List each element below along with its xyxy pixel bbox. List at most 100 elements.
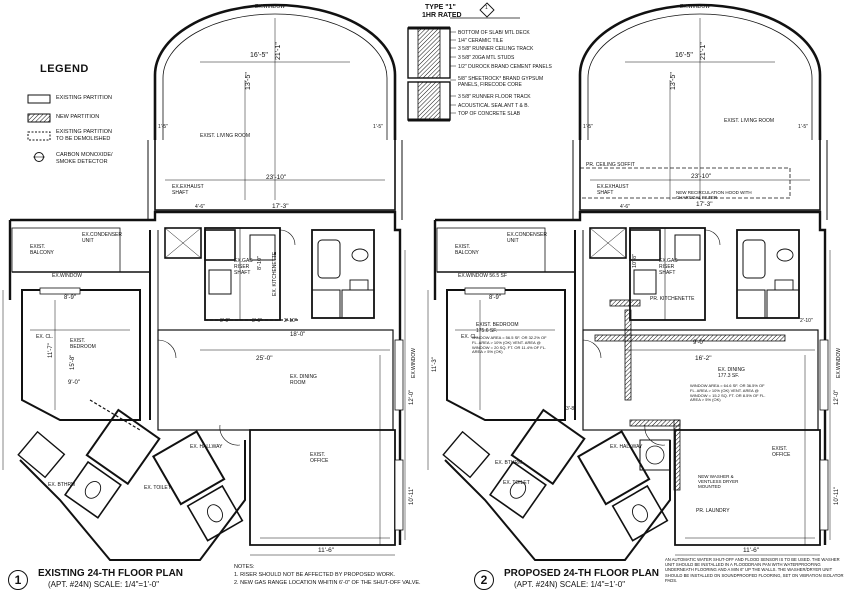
type-layer-7: ACOUSTICAL SEALANT T & B. xyxy=(458,103,529,109)
p1-room-closet: EX. CL. xyxy=(36,334,54,340)
p1-room-living: EXIST. LIVING ROOM xyxy=(200,133,251,139)
p2-room-closet: EX. CL. xyxy=(461,334,479,340)
p1-dim-8-10: 8'-10" xyxy=(257,255,263,270)
p1-dim-17-3: 17'-3" xyxy=(272,203,289,210)
type-layer-4: 1/2" DUROCK BRAND CEMENT PANELS xyxy=(458,64,552,70)
legend-item-new: NEW PARTITION xyxy=(56,114,100,120)
p1-room-hallway: EX. HALLWAY xyxy=(190,444,223,450)
p1-note-2: 2. NEW GAS RANGE LOCATION WHITIN 6'-0" O… xyxy=(234,580,421,586)
p1-room-dining: EX. DINING ROOM xyxy=(290,374,317,386)
p1-dim-1-5b: 1'-5" xyxy=(373,124,383,130)
type-layer-5: 5/8" SHEETROCK* BRAND GYPSUM PANELS, FIR… xyxy=(458,76,544,88)
p1-number: 1 xyxy=(8,570,28,590)
p2-number: 2 xyxy=(474,570,494,590)
p2-room-toilet: EX. TOILET xyxy=(503,480,530,486)
p2-window-right: EX.WINDOW xyxy=(836,348,842,378)
p2-gas-riser: EX.GAS RISER SHAFT xyxy=(659,258,678,276)
p1-dim-1-5a: 1'-5" xyxy=(158,124,168,130)
p2-room-bedroom: EXIST. BEDROOM 175.6 SF. xyxy=(476,322,519,334)
p1-dim-3-6: 3'-6" xyxy=(252,318,262,324)
p1-dim-2-10: 2'-10" xyxy=(284,318,297,324)
p2-soffit: PR. CEILING SOFFIT xyxy=(586,162,635,168)
p1-note-1: 1. RISER SHOULD NOT BE AFFECTED BY PROPO… xyxy=(234,572,396,578)
p1-dim-12-0: 12'-0" xyxy=(409,389,415,405)
p2-room-kitchenette: PR. KITCHENETTE xyxy=(650,296,695,302)
p2-dim-1-5a: 1'-5" xyxy=(583,124,593,130)
legend-swatches xyxy=(27,94,51,162)
p2-washer: NEW WASHER & VENTLESS DRYER MOUNTED xyxy=(698,474,739,489)
p2-dim-4-6: 4'-6" xyxy=(620,204,630,210)
p2-dim-16-5: 16'-5" xyxy=(675,52,693,59)
p2-window-top: EX.WINDOW xyxy=(680,4,710,10)
p1-dim-13-5: 13'-5" xyxy=(245,72,252,90)
p2-title: PROPOSED 24-TH FLOOR PLAN xyxy=(504,568,660,579)
p2-hood: NEW RECIRCULATION HOOD WITH CHARCOAL FIL… xyxy=(676,190,752,200)
type-layer-6: 3 5/8" RUNNER FLOOR TRACK xyxy=(458,94,531,100)
p1-exhaust-shaft: EX.EXHAUST SHAFT xyxy=(172,184,204,196)
p1-room-bedroom: EXIST. BEDROOM xyxy=(70,338,96,350)
p1-dim-8-9: 8'-9" xyxy=(64,295,76,301)
p2-dim-17-3: 17'-3" xyxy=(696,201,713,208)
legend-item-existing: EXISTING PARTITION xyxy=(56,95,113,101)
wall-type-detail xyxy=(407,2,520,122)
p1-window-top: EX.WINDOW xyxy=(255,4,285,10)
type-layer-1: 1/4" CERAMIC TILE xyxy=(458,38,504,44)
p2-dim-3-8: 3'-8" xyxy=(566,406,576,412)
p2-room-office: EXIST. OFFICE xyxy=(772,446,791,458)
type-layer-0: BOTTOM OF SLAB/ MTL DECK xyxy=(458,30,530,36)
p2-room-balcony: EXIST. BALCONY xyxy=(455,244,479,256)
p1-scale: (APT. #24N) SCALE: 1/4"=1'-0" xyxy=(48,580,160,589)
p2-dim-11-3: 11'-3" xyxy=(432,357,438,372)
p1-dim-15-8: 15'-8" xyxy=(70,354,76,370)
legend-title: LEGEND xyxy=(40,63,89,75)
p1-dim-16-5: 16'-5" xyxy=(250,52,268,59)
legend-item-demolish: EXISTING PARTITION TO BE DEMOLISHED xyxy=(56,129,113,142)
p2-dim-16-2: 16'-2" xyxy=(695,355,712,362)
p2-room-dining: EX. DINING 177.3 SF. xyxy=(718,367,745,379)
p1-room-bthrm: EX. BTHRM xyxy=(48,482,76,488)
p2-room-laundry: PR. LAUNDRY xyxy=(696,508,730,514)
p1-dim-23-10: 23'-10" xyxy=(266,174,287,181)
p2-window-left: EX.WINDOW 56.5 SF xyxy=(458,273,507,279)
type-layer-8: TOP OF CONCRETE SLAB xyxy=(458,111,521,117)
type-marker: 1 xyxy=(485,5,488,11)
plan2-walls xyxy=(426,3,832,562)
p2-exhaust-shaft: EX.EXHAUST SHAFT xyxy=(597,184,629,196)
p2-footnote: AN AUTOMATIC WATER SHUT-OFF AND FLOOD SE… xyxy=(665,557,844,583)
p1-dim-11-7: 11'-7" xyxy=(48,343,54,358)
p1-window-left: EX.WINDOW xyxy=(52,273,82,279)
p2-dim-13-5: 13'-5" xyxy=(670,72,677,90)
p2-dim-21-1: 21'-1" xyxy=(700,42,707,60)
p1-room-toilet: EX. TOILET xyxy=(144,485,171,491)
p1-title: EXISTING 24-TH FLOOR PLAN xyxy=(38,568,184,579)
p2-dim-1-5b: 1'-5" xyxy=(798,124,808,130)
p2-dim-2-10: 2'-10" xyxy=(800,318,813,324)
p1-dim-11-6: 11'-6" xyxy=(318,547,335,554)
p1-dim-25-0: 25'-0" xyxy=(256,355,273,362)
p1-notes-title: NOTES: xyxy=(234,564,255,570)
p2-dim-12-0: 12'-0" xyxy=(834,389,840,405)
p2-bedroom-note: WINDOW AREA = 56.5 SF. OR 32.2% OF FL. A… xyxy=(472,335,547,355)
p2-scale: (APT. #24N) SCALE: 1/4"=1'-0" xyxy=(514,580,626,589)
p1-dim-21-1: 21'-1" xyxy=(275,42,282,60)
legend-item-detector: CARBON MONOXIDE/ SMOKE DETECTOR xyxy=(56,152,113,165)
p2-condenser: EX.CONDENSER UNIT xyxy=(507,232,548,244)
p2-dim-10-11: 10'-11" xyxy=(834,486,840,505)
p2-dim-8-9: 8'-9" xyxy=(489,295,501,301)
p2-dim-23-10: 23'-10" xyxy=(691,173,712,180)
type-layer-3: 3 5/8" 20GA MTL STUDS xyxy=(458,55,515,61)
p2-room-hallway: EX. HALLWAY xyxy=(610,444,643,450)
p2-room-bthrm: EX. BTHRM xyxy=(495,460,523,466)
type-rating: 1HR RATED xyxy=(422,12,462,19)
p1-window-right: EX.WINDOW xyxy=(411,348,417,378)
p1-dim-18-0: 18'-0" xyxy=(290,332,306,338)
type-layer-2: 3 5/8" RUNNER CEILING TRACK xyxy=(458,46,534,52)
p1-dim-4-6: 4'-6" xyxy=(195,204,205,210)
p1-room-office: EXIST. OFFICE xyxy=(310,452,329,464)
p1-gas-riser: EX.GAS RISER SHAFT xyxy=(234,258,253,276)
p1-room-kitchenette: EX. KITCHENETTE xyxy=(272,251,278,296)
p1-condenser: EX.CONDENSER UNIT xyxy=(82,232,123,244)
p1-dim-3-0: 3'-0" xyxy=(220,318,230,324)
p1-room-balcony: EXIST. BALCONY xyxy=(30,244,54,256)
